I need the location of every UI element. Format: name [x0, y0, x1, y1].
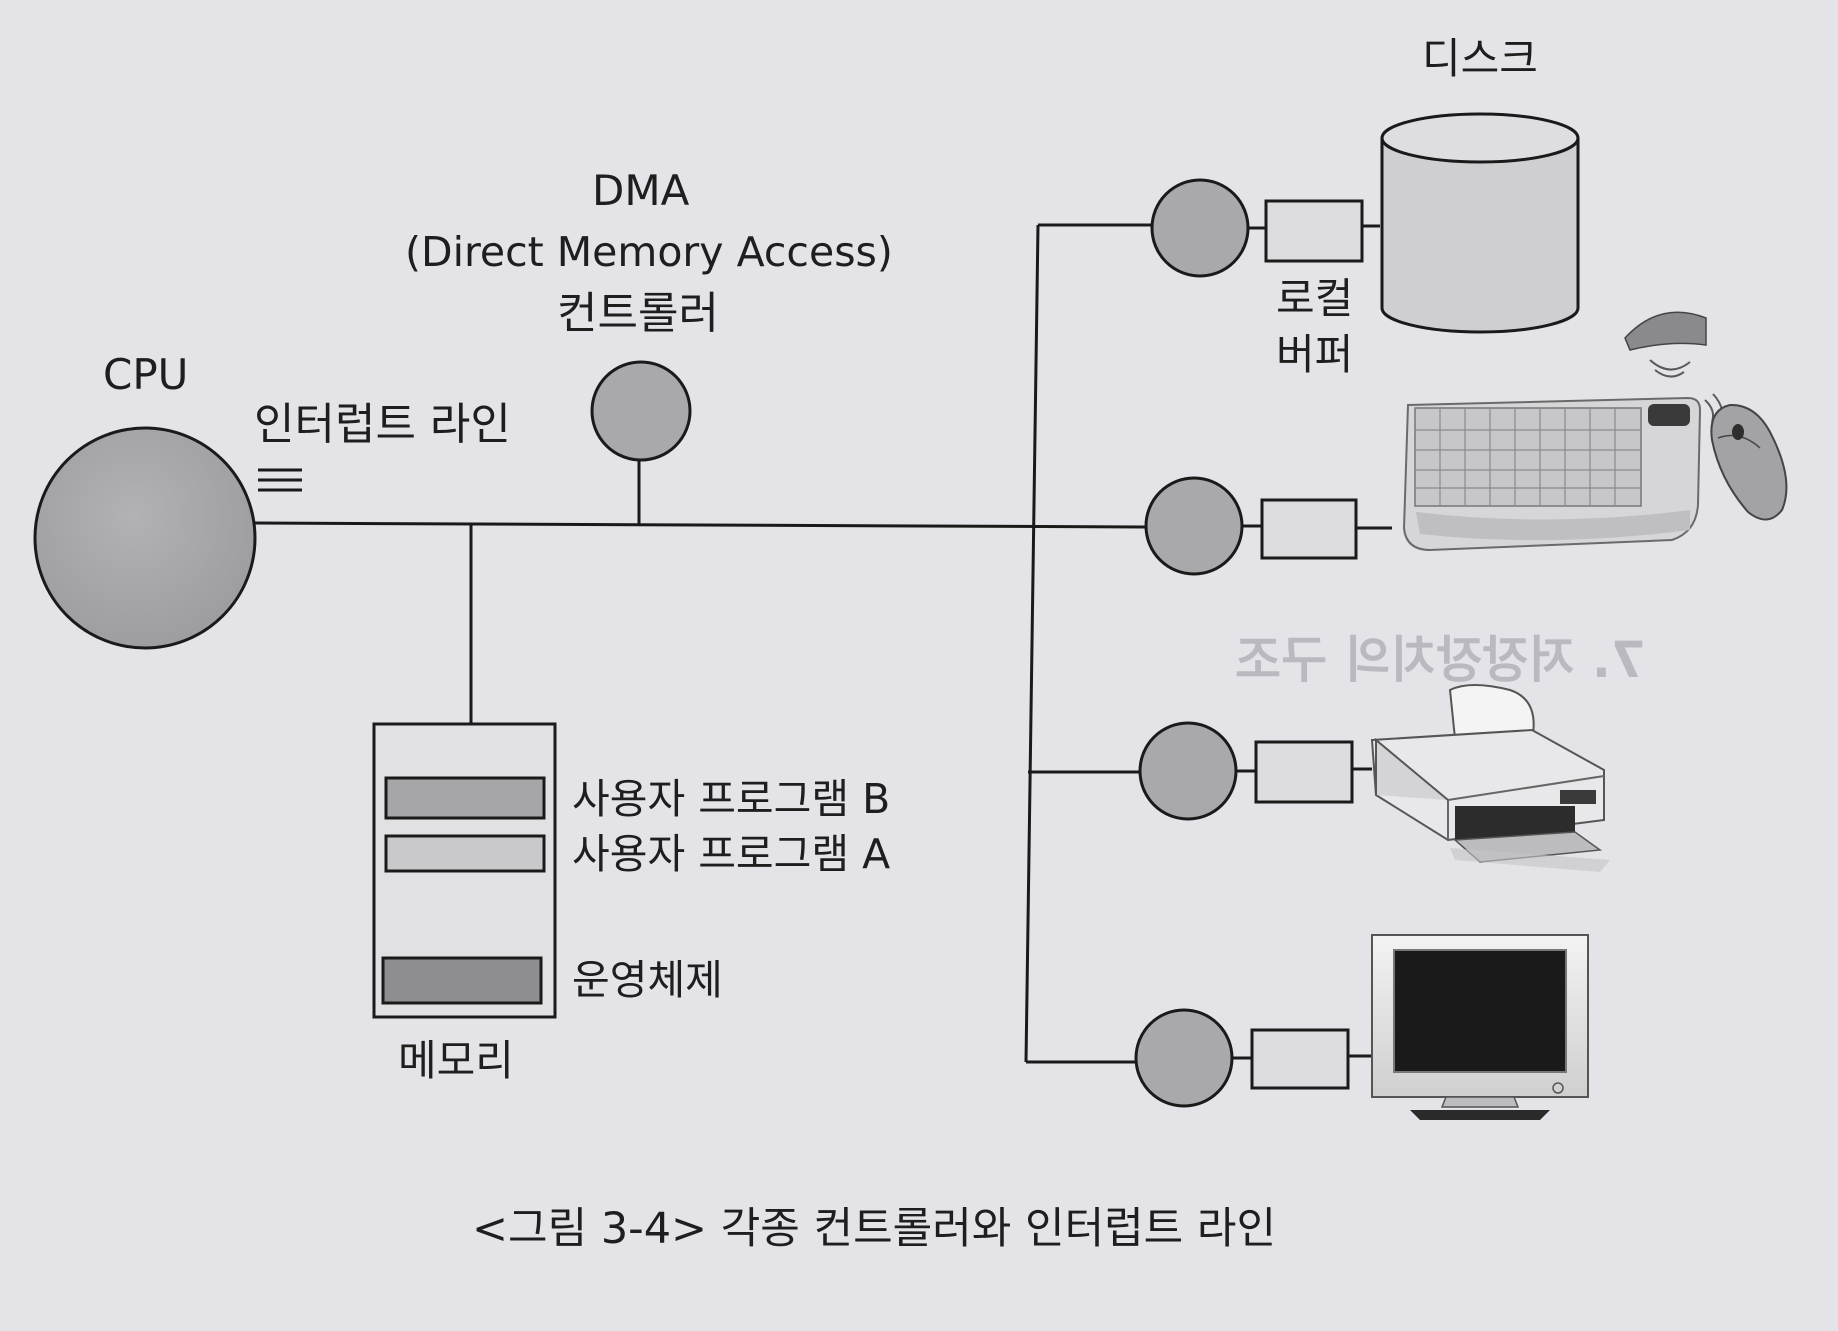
- disk-label: 디스크: [1422, 34, 1538, 83]
- disk-icon: [1380, 112, 1580, 334]
- cpu-label: CPU: [103, 350, 189, 399]
- disk-controller-node: [1150, 178, 1250, 278]
- main-bus-line: [252, 521, 1151, 529]
- disk-local-buffer: [1264, 199, 1364, 263]
- keyboard-mouse-icon: [1402, 311, 1788, 552]
- dma-subtitle: (Direct Memory Access): [405, 228, 893, 276]
- memory-segment-user-a: [384, 834, 546, 873]
- figure-caption: <그림 3-4> 각종 컨트롤러와 인터럽트 라인: [472, 1204, 1277, 1254]
- system-bus: [252, 223, 1392, 1064]
- local-buffer-label-line1: 로컬: [1276, 274, 1354, 323]
- interrupt-line-marks: [258, 468, 302, 492]
- monitor-local-buffer: [1250, 1028, 1350, 1090]
- keyboard-local-buffer: [1260, 498, 1358, 560]
- interrupt-line-label: 인터럽트 라인: [254, 399, 511, 450]
- memory-user-program-b-label: 사용자 프로그램 B: [572, 775, 891, 823]
- memory-segment-os: [381, 956, 543, 1005]
- vertical-bus-line: [1024, 224, 1040, 1063]
- keyboard-controller-node: [1144, 476, 1244, 576]
- cpu-node: [33, 426, 257, 650]
- memory-os-label: 운영체제: [572, 956, 723, 1004]
- monitor-icon: [1371, 934, 1589, 1120]
- memory-block: [372, 722, 557, 1019]
- printer-local-buffer: [1254, 740, 1354, 804]
- memory-label: 메모리: [398, 1036, 514, 1085]
- printer-icon: [1370, 684, 1610, 872]
- dma-title: DMA: [592, 166, 690, 215]
- local-buffer-label-line2: 버퍼: [1276, 330, 1354, 379]
- dma-controller-node: [590, 360, 692, 462]
- memory-user-program-a-label: 사용자 프로그램 A: [572, 830, 891, 878]
- printer-controller-node: [1138, 721, 1238, 821]
- dma-controller-label: 컨트롤러: [557, 288, 719, 339]
- memory-segment-user-b: [384, 776, 546, 820]
- monitor-controller-node: [1134, 1008, 1234, 1108]
